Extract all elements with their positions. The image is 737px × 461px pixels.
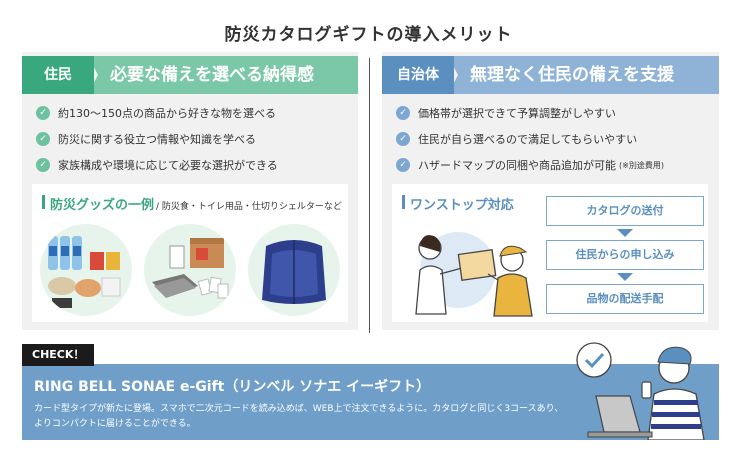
banner-description: カード型タイプが新たに登場。スマホで二次元コードを読み込めば、WEB上で注文でき… — [34, 404, 564, 429]
goods-card-subtitle: / 防災食・トイレ用品・仕切りシェルターなど — [156, 202, 342, 212]
list-item: ✓ 防災に関する役立つ情報や知識を学べる — [36, 126, 278, 152]
check-icon: ✓ — [396, 132, 410, 146]
list-item: ✓ 住民が自ら選べるので満足してもらいやすい — [396, 126, 664, 152]
check-icon: ✓ — [396, 106, 410, 120]
municipality-heading: 無理なく住民の備えを支援 — [448, 56, 719, 94]
municipality-header: 無理なく住民の備えを支援 自治体 — [382, 56, 719, 94]
step-resident-apply: 住民からの申し込み — [546, 240, 704, 270]
goods-card-heading: 防災グッズの一例 — [50, 198, 155, 213]
check-icon: ✓ — [36, 106, 50, 120]
list-item: ✓ 価格帯が選択できて予算調整がしやすい — [396, 100, 664, 126]
shelter-tent-image — [248, 224, 340, 316]
panel-divider — [369, 58, 370, 333]
resident-tag: 住民 — [22, 56, 94, 94]
check-text: 約130〜150点の商品から好きな物を選べる — [58, 107, 276, 120]
check-text: ハザードマップの同梱や商品追加が可能 — [418, 159, 616, 172]
down-arrow-icon — [617, 273, 633, 281]
goods-example-card: 防災グッズの一例 / 防災食・トイレ用品・仕切りシェルターなど — [32, 184, 348, 322]
list-item: ✓ 約130〜150点の商品から好きな物を選べる — [36, 100, 278, 126]
check-note: (※別途費用) — [619, 160, 664, 170]
one-stop-card: ワンストップ対応 カタログの送付 住民からの申 — [392, 184, 708, 322]
check-text: 住民が自ら選べるので満足してもらいやすい — [418, 133, 638, 146]
check-banner: RING BELL SONAE e-Gift（リンベル ソナエ イーギフト） カ… — [22, 342, 719, 441]
goods-card-title: 防災グッズの一例 / 防災食・トイレ用品・仕切りシェルターなど — [42, 194, 342, 213]
check-text: 価格帯が選択できて予算調整がしやすい — [418, 107, 616, 120]
list-item: ✓ 家族構成や環境に応じて必要な選択ができる — [36, 152, 278, 178]
step-delivery: 品物の配送手配 — [546, 284, 704, 314]
banner-title: RING BELL SONAE e-Gift（リンベル ソナエ イーギフト） — [34, 379, 431, 395]
page-title: 防災カタログギフトの導入メリット — [224, 25, 513, 45]
resident-heading: 必要な備えを選べる納得感 — [88, 56, 358, 94]
food-goods-image — [40, 224, 132, 316]
title-bar — [42, 195, 45, 209]
resident-header: 必要な備えを選べる納得感 住民 — [22, 56, 358, 94]
delivery-illustration — [400, 218, 540, 318]
one-stop-heading: ワンストップ対応 — [410, 198, 514, 213]
laptop-user-illustration — [570, 334, 719, 441]
municipality-panel: 無理なく住民の備えを支援 自治体 ✓ 価格帯が選択できて予算調整がしやすい ✓ … — [382, 52, 719, 330]
check-icon: ✓ — [36, 158, 50, 172]
check-text: 防災に関する役立つ情報や知識を学べる — [58, 133, 256, 146]
check-icon: ✓ — [36, 132, 50, 146]
check-text: 家族構成や環境に応じて必要な選択ができる — [58, 159, 278, 172]
check-label: CHECK！ — [22, 344, 95, 366]
step-catalog-send: カタログの送付 — [546, 196, 704, 226]
resident-panel: 必要な備えを選べる納得感 住民 ✓ 約130〜150点の商品から好きな物を選べる… — [22, 52, 358, 330]
down-arrow-icon — [617, 229, 633, 237]
toilet-goods-image — [144, 224, 236, 316]
municipality-tag: 自治体 — [382, 56, 454, 94]
municipality-checklist: ✓ 価格帯が選択できて予算調整がしやすい ✓ 住民が自ら選べるので満足してもらい… — [396, 100, 664, 178]
one-stop-steps: カタログの送付 住民からの申し込み 品物の配送手配 — [546, 196, 704, 314]
check-icon: ✓ — [396, 158, 410, 172]
one-stop-card-title: ワンストップ対応 — [402, 194, 514, 213]
title-bar — [402, 195, 405, 209]
list-item: ✓ ハザードマップの同梱や商品追加が可能 (※別途費用) — [396, 152, 664, 178]
resident-checklist: ✓ 約130〜150点の商品から好きな物を選べる ✓ 防災に関する役立つ情報や知… — [36, 100, 278, 178]
